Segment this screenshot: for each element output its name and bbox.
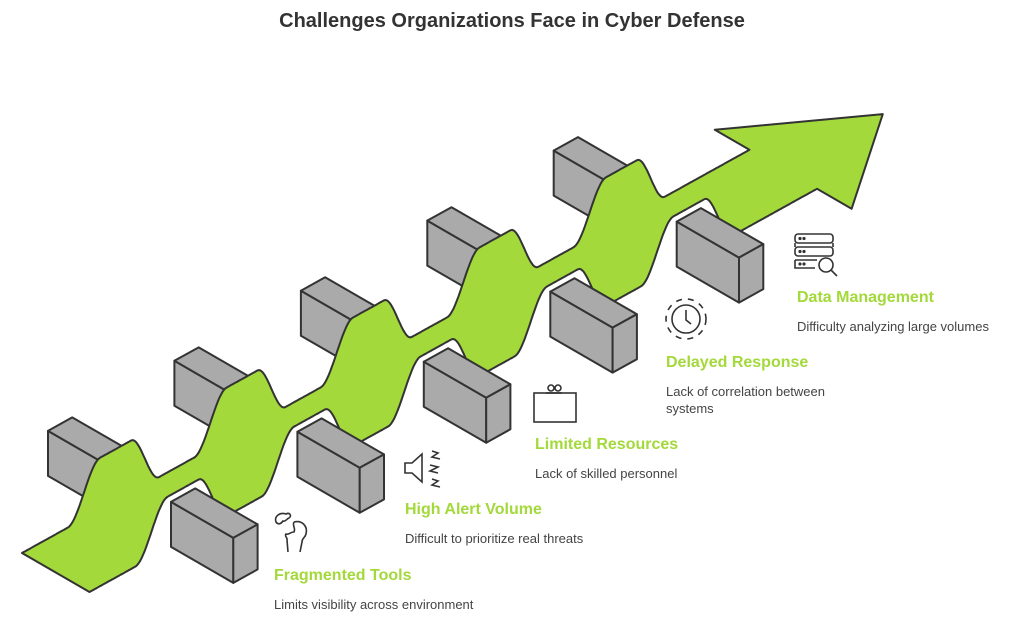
puzzle-head-icon [274, 512, 308, 553]
barrier-front-1-end-face [232, 523, 259, 584]
challenge-title: Delayed Response [666, 354, 809, 371]
barrier-front-3-end-face [485, 383, 512, 444]
ribbon-arrow [21, 113, 884, 593]
empty-box-icon [533, 384, 577, 423]
database-search-icon [794, 233, 838, 277]
challenge-description: Difficult to prioritize real threats [405, 531, 584, 546]
challenge-data-management: Data Management Difficulty analyzing lar… [797, 289, 989, 335]
barrier-front-2-end-face [358, 453, 385, 514]
challenge-delayed-response: Delayed Response Lack of correlation bet… [666, 354, 856, 417]
challenge-description: Lack of correlation between systems [666, 384, 825, 416]
barrier-front-5-end-face [738, 243, 765, 304]
challenge-title: Limited Resources [535, 436, 679, 453]
challenge-title: Data Management [797, 289, 934, 306]
challenge-description: Difficulty analyzing large volumes [797, 319, 989, 334]
challenge-fragmented-tools: Fragmented Tools Limits visibility acros… [274, 567, 473, 613]
challenge-high-alert-volume: High Alert Volume Difficult to prioritiz… [405, 501, 583, 547]
challenge-title: Fragmented Tools [274, 567, 412, 584]
speaker-alert-icon [404, 450, 441, 488]
challenge-limited-resources: Limited Resources Lack of skilled person… [535, 436, 678, 482]
challenge-description: Limits visibility across environment [274, 597, 474, 612]
challenge-description: Lack of skilled personnel [535, 466, 678, 481]
clock-icon [665, 298, 707, 340]
barrier-front-4-end-face [611, 313, 638, 374]
diagram-title: Challenges Organizations Face in Cyber D… [279, 10, 745, 32]
challenge-title: High Alert Volume [405, 501, 542, 518]
